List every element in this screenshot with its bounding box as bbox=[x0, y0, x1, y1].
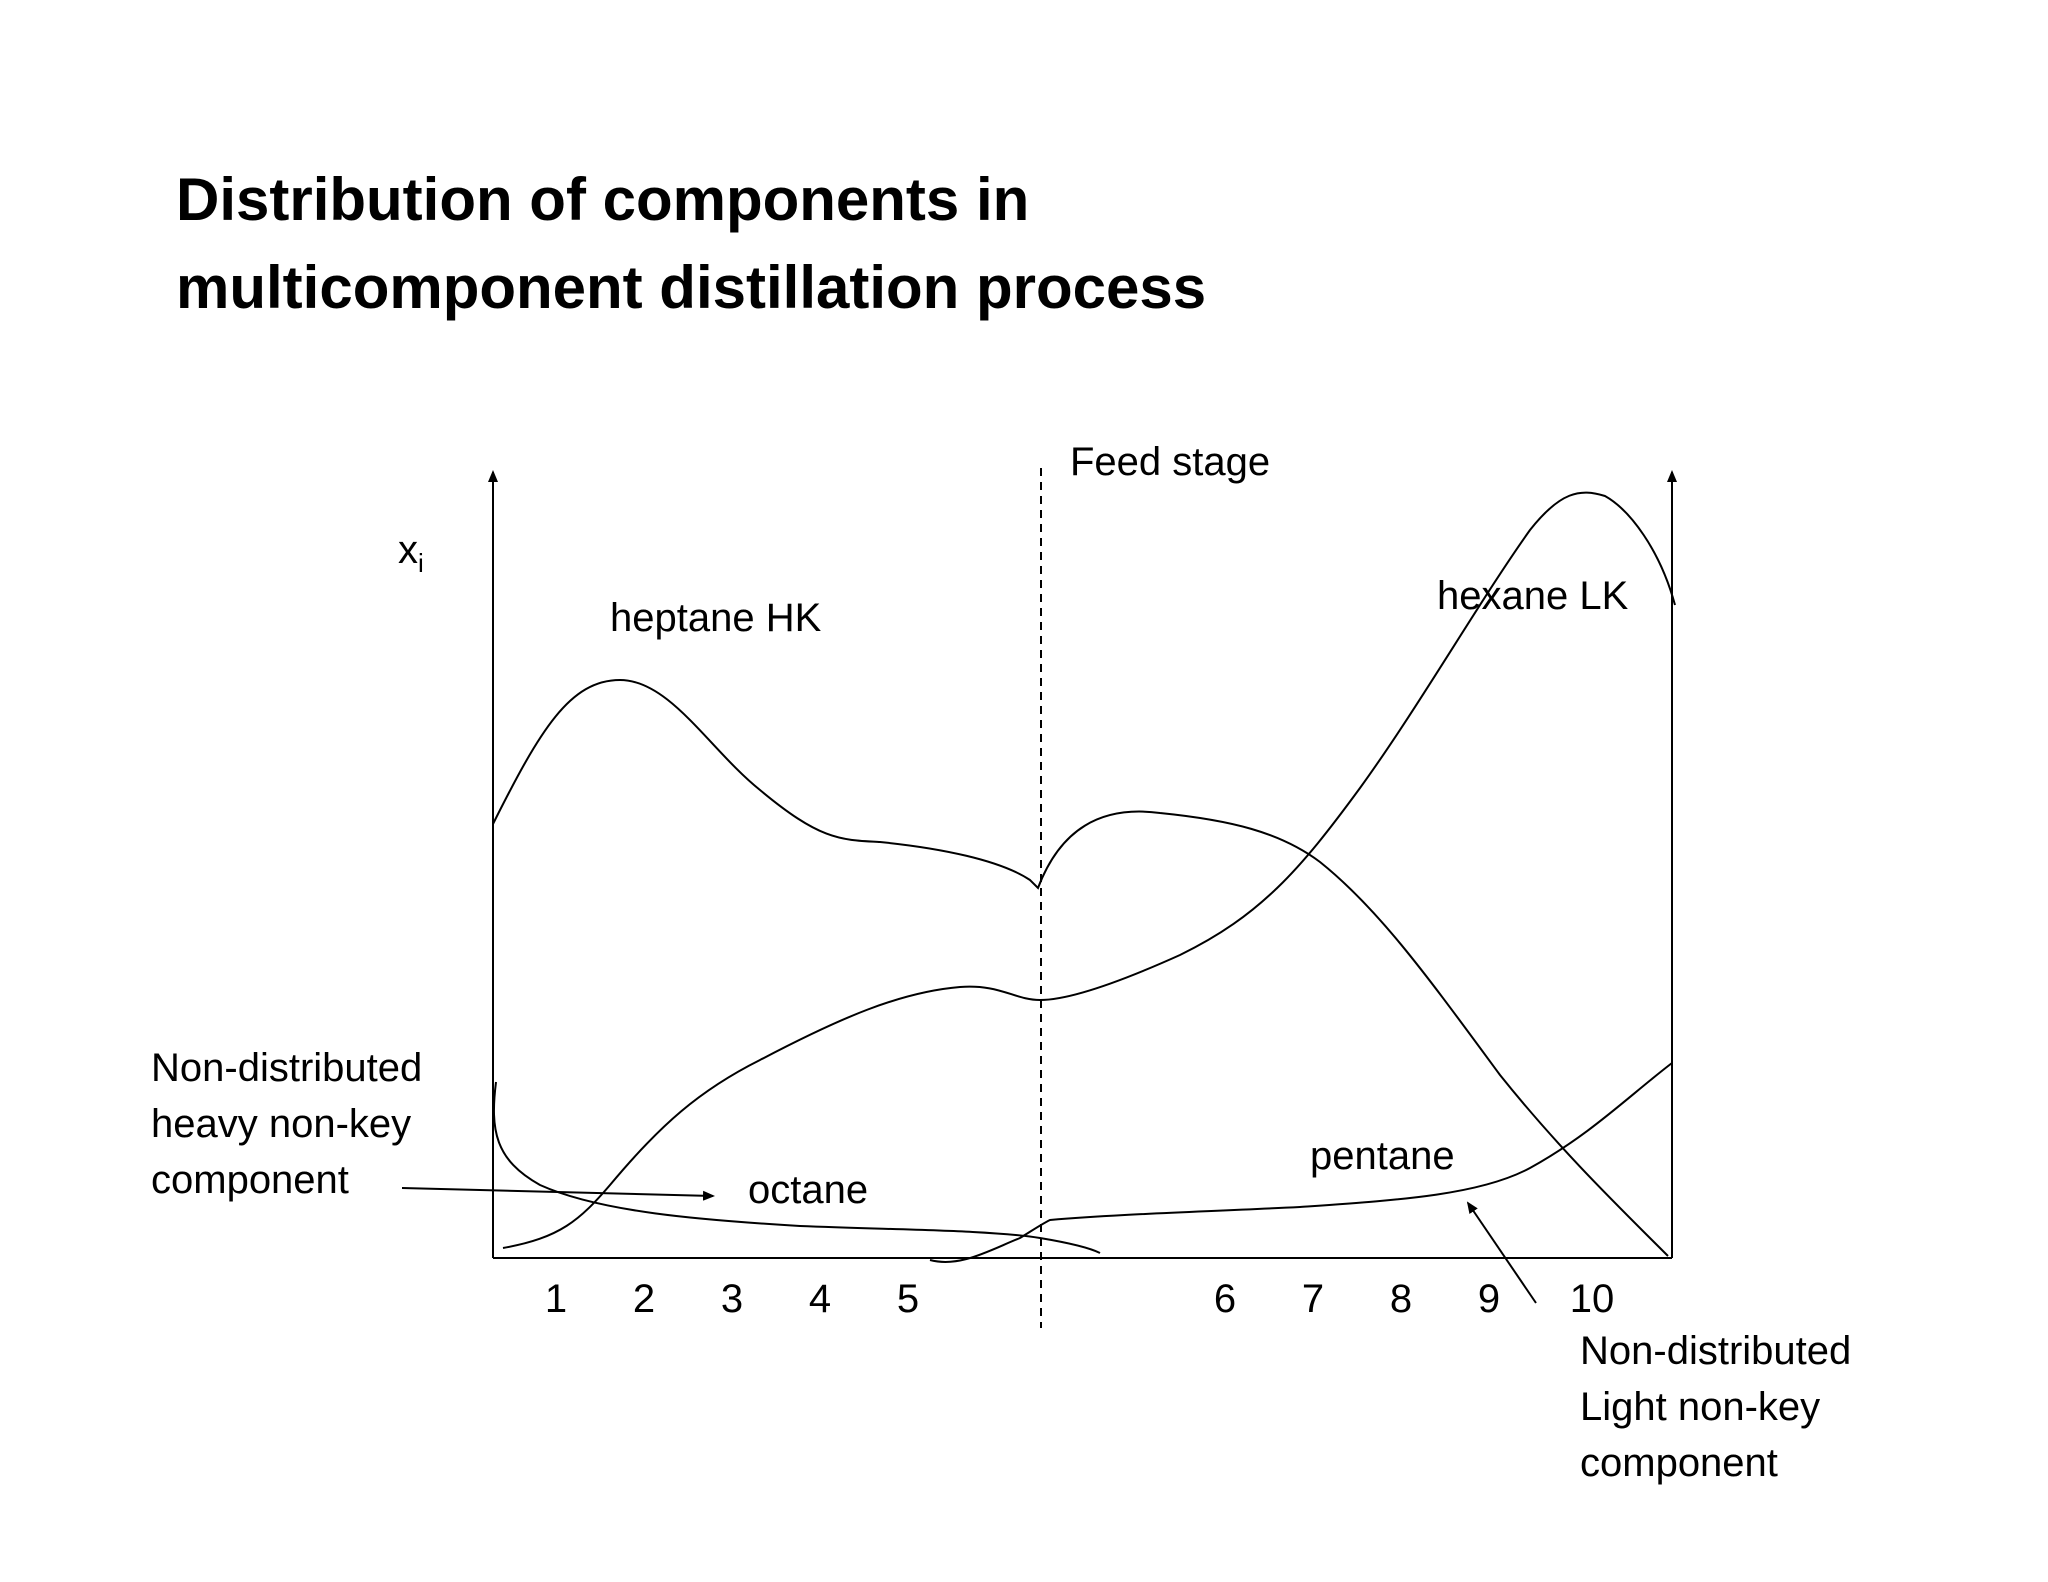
feed-stage-label: Feed stage bbox=[1070, 440, 1271, 484]
heavy-non-key-line-1: Non-distributed bbox=[151, 1046, 423, 1090]
page-title: Distribution of components in multicompo… bbox=[176, 156, 1206, 332]
y-axis-subscript: i bbox=[418, 548, 424, 578]
heavy-non-key-annotation: Non-distributed heavy non-key component bbox=[151, 1040, 422, 1208]
stage-tick-6: 6 bbox=[1213, 1277, 1237, 1321]
stage-tick-7: 7 bbox=[1301, 1277, 1325, 1321]
light-non-key-line-2: Light non-key bbox=[1580, 1385, 1821, 1429]
stage-tick-5: 5 bbox=[896, 1277, 920, 1321]
hexane-label: hexane LK bbox=[1437, 574, 1629, 618]
light-non-key-line-3: component bbox=[1580, 1441, 1778, 1485]
heptane-label: heptane HK bbox=[610, 596, 822, 640]
title-line-1: Distribution of components in bbox=[176, 166, 1030, 233]
octane-curve bbox=[493, 1081, 1101, 1254]
stage-tick-8: 8 bbox=[1389, 1277, 1413, 1321]
hexane-curve bbox=[502, 491, 1676, 1249]
stage-tick-1: 1 bbox=[544, 1277, 568, 1321]
stage-tick-4: 4 bbox=[808, 1277, 832, 1321]
y-axis-label: xi bbox=[398, 528, 424, 579]
octane-label: octane bbox=[748, 1168, 869, 1212]
light-non-key-line-1: Non-distributed bbox=[1580, 1329, 1852, 1373]
stage-tick-2: 2 bbox=[632, 1277, 656, 1321]
heptane-curve bbox=[492, 678, 1669, 1257]
stage-tick-9: 9 bbox=[1477, 1277, 1501, 1321]
pentane-label: pentane bbox=[1310, 1134, 1455, 1178]
heavy-non-key-arrow bbox=[401, 1187, 715, 1201]
stage-tick-3: 3 bbox=[720, 1277, 744, 1321]
y-axis-symbol: x bbox=[398, 528, 418, 572]
light-non-key-arrow bbox=[1466, 1201, 1537, 1304]
heavy-non-key-line-3: component bbox=[151, 1158, 349, 1202]
pentane-curve bbox=[929, 1062, 1673, 1263]
light-non-key-annotation: Non-distributed Light non-key component bbox=[1580, 1323, 1851, 1491]
title-line-2: multicomponent distillation process bbox=[176, 254, 1207, 321]
heavy-non-key-line-2: heavy non-key bbox=[151, 1102, 412, 1146]
stage-tick-10: 10 bbox=[1569, 1277, 1615, 1321]
